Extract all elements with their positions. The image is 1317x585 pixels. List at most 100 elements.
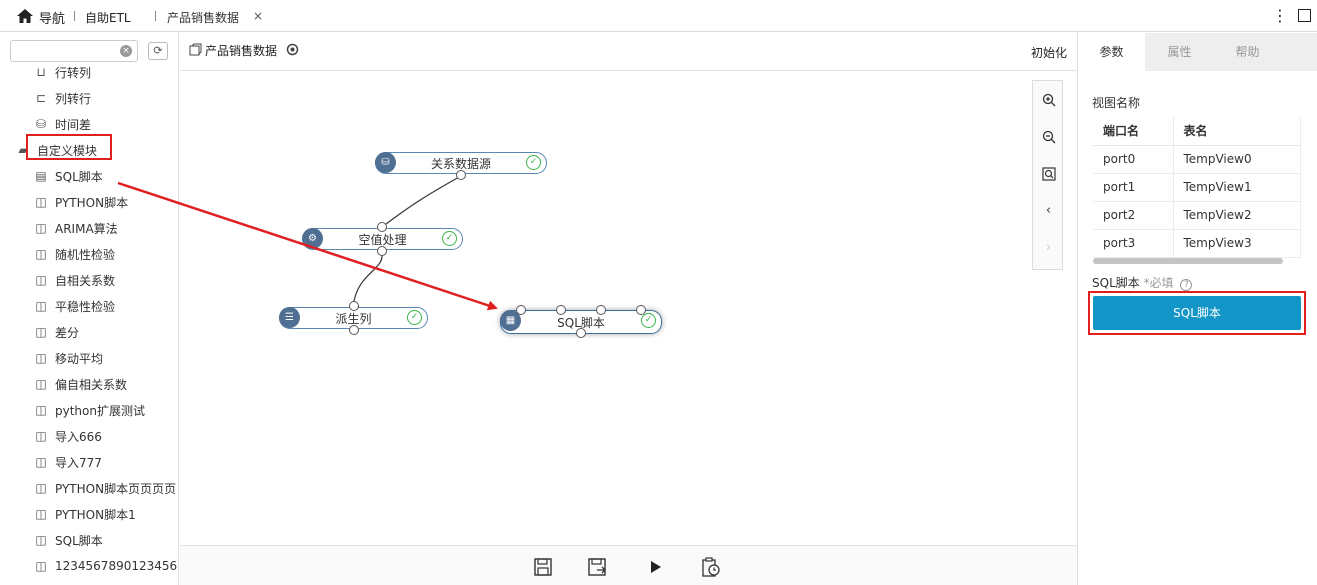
module-icon: ◫ bbox=[35, 429, 47, 443]
tree-item[interactable]: ◫导入666 bbox=[34, 423, 178, 449]
tree-item[interactable]: ◫PYTHON脚本页页页页 bbox=[34, 475, 178, 501]
tree-item-label: PYTHON脚本1 bbox=[55, 507, 136, 522]
tree-item-label: 列转行 bbox=[55, 91, 92, 106]
tree-item[interactable]: ◫ARIMA算法 bbox=[34, 215, 178, 241]
flow-title-text: 产品销售数据 bbox=[205, 44, 278, 58]
output-port[interactable] bbox=[349, 325, 359, 335]
tree-item[interactable]: ◫自相关系数 bbox=[34, 267, 178, 293]
sql-script-button[interactable]: SQL脚本 bbox=[1093, 296, 1301, 330]
input-port[interactable] bbox=[377, 222, 387, 232]
output-port[interactable] bbox=[576, 328, 586, 338]
clear-icon[interactable]: × bbox=[120, 45, 132, 57]
table-name-cell: TempView3 bbox=[1173, 229, 1301, 258]
tree-item[interactable]: ◫python扩展测试 bbox=[34, 397, 178, 423]
success-check-icon: ✓ bbox=[526, 155, 541, 170]
input-port-2[interactable] bbox=[596, 305, 606, 315]
save-icon[interactable] bbox=[532, 556, 554, 578]
tree-item[interactable]: ◫移动平均 bbox=[34, 345, 178, 371]
settings-icon[interactable] bbox=[286, 43, 299, 59]
module-icon: ◫ bbox=[35, 559, 47, 573]
tree-item[interactable]: ◫ PYTHON脚本1 bbox=[34, 501, 178, 527]
module-icon: ◫ bbox=[35, 325, 47, 339]
help-icon[interactable]: ? bbox=[1180, 279, 1193, 291]
tree-item[interactable]: ◫导入777 bbox=[34, 449, 178, 475]
success-check-icon: ✓ bbox=[442, 231, 457, 246]
tree-item-label: python扩展测试 bbox=[55, 403, 145, 418]
module-icon: ◫ bbox=[35, 195, 47, 209]
zoom-out-icon[interactable] bbox=[1033, 118, 1064, 155]
tree-item[interactable]: ◫ 随机性检验 bbox=[34, 241, 178, 267]
tree-item[interactable]: ⊏ 列转行 bbox=[34, 85, 178, 111]
flow-icon bbox=[189, 43, 202, 59]
save-as-icon[interactable] bbox=[587, 556, 609, 578]
column-header: 端口名 bbox=[1093, 117, 1174, 146]
module-icon: ◫ bbox=[35, 507, 47, 521]
tree-item-label: 导入777 bbox=[55, 455, 102, 470]
node-relational-source[interactable]: ⛁ 关系数据源 ✓ bbox=[375, 152, 547, 174]
tab-product-sales[interactable]: 产品销售数据 bbox=[167, 11, 240, 25]
table-name-cell: TempView1 bbox=[1173, 173, 1301, 202]
input-port-1[interactable] bbox=[556, 305, 566, 315]
tree-item[interactable]: ◫ SQL脚本 bbox=[34, 527, 178, 553]
database-icon: ⛁ bbox=[35, 117, 47, 131]
tree-item[interactable]: ◫12345678901234567890 bbox=[34, 553, 178, 579]
bottom-toolbar bbox=[180, 545, 1077, 585]
tree-item-label: 偏自相关系数 bbox=[55, 377, 128, 392]
flow-canvas[interactable]: ⛁ 关系数据源 ✓ ⚙ 空值处理 ✓ ☰ 派生列 ✓ ▦ SQL脚本 ✓ ‹ bbox=[180, 71, 1077, 545]
zoom-in-icon[interactable] bbox=[1033, 81, 1064, 118]
table-name-cell: TempView0 bbox=[1173, 145, 1301, 174]
port-name-cell: port0 bbox=[1093, 145, 1174, 174]
close-icon[interactable]: × bbox=[253, 9, 264, 23]
tree-item[interactable]: ◫ PYTHON脚本 bbox=[34, 189, 178, 215]
tree-item[interactable]: ◫ 平稳性检验 bbox=[34, 293, 178, 319]
home-icon bbox=[17, 8, 33, 27]
tree-folder[interactable]: ▰自定义模块 bbox=[16, 137, 178, 163]
port-name-cell: port2 bbox=[1093, 201, 1174, 230]
module-icon: ◫ bbox=[35, 533, 47, 547]
tab-help[interactable]: 帮助 bbox=[1235, 45, 1260, 59]
tree-item[interactable]: ◫偏自相关系数 bbox=[34, 371, 178, 397]
nav-home[interactable]: 导航 bbox=[17, 8, 65, 27]
module-icon: ◫ bbox=[35, 247, 47, 261]
initialize-button[interactable]: 初始化 bbox=[1030, 46, 1067, 60]
tree-item-label: 自定义模块 bbox=[37, 143, 98, 158]
nav-etl[interactable]: 自助ETL bbox=[85, 11, 131, 25]
sql-script-label: SQL脚本 *必填 ? bbox=[1092, 274, 1193, 291]
schedule-icon[interactable] bbox=[700, 556, 722, 578]
required-label: *必填 bbox=[1143, 276, 1174, 290]
chevron-left-icon[interactable]: ‹ bbox=[1045, 203, 1052, 218]
refresh-button[interactable]: ⟳ bbox=[148, 42, 168, 60]
module-icon: ◫ bbox=[35, 299, 47, 313]
more-menu-icon[interactable]: ⋮ bbox=[1272, 6, 1288, 25]
sql-button-highlight: SQL脚本 bbox=[1088, 291, 1306, 335]
input-port-0[interactable] bbox=[516, 305, 526, 315]
tree-item-label: 时间差 bbox=[55, 117, 92, 132]
tree-item-label: PYTHON脚本页页页页 bbox=[55, 481, 177, 496]
tree-item[interactable]: ⊔行转列 bbox=[34, 59, 178, 85]
tree-item-label: PYTHON脚本 bbox=[55, 195, 129, 210]
maximize-icon[interactable] bbox=[1298, 9, 1311, 22]
tab-properties[interactable]: 属性 bbox=[1167, 45, 1192, 59]
input-port[interactable] bbox=[349, 301, 359, 311]
tree-item-label: 平稳性检验 bbox=[55, 299, 116, 314]
input-port-3[interactable] bbox=[636, 305, 646, 315]
tree-item[interactable]: ◫差分 bbox=[34, 319, 178, 345]
tree-item[interactable]: ▤SQL脚本 bbox=[34, 163, 178, 189]
tab-params[interactable]: 参数 bbox=[1078, 33, 1145, 71]
tree-item[interactable]: ⛁ 时间差 bbox=[34, 111, 178, 137]
tree-item-label: 随机性检验 bbox=[55, 247, 116, 262]
run-icon[interactable] bbox=[645, 556, 667, 578]
output-port[interactable] bbox=[377, 246, 387, 256]
sql-label-text: SQL脚本 bbox=[1092, 276, 1140, 290]
column-to-row-icon: ⊏ bbox=[35, 91, 47, 105]
search-input[interactable] bbox=[15, 41, 115, 61]
output-port[interactable] bbox=[456, 170, 466, 180]
horizontal-scrollbar[interactable] bbox=[1093, 258, 1283, 264]
fit-view-icon[interactable] bbox=[1033, 155, 1064, 192]
tree-item-label: SQL脚本 bbox=[55, 533, 103, 548]
